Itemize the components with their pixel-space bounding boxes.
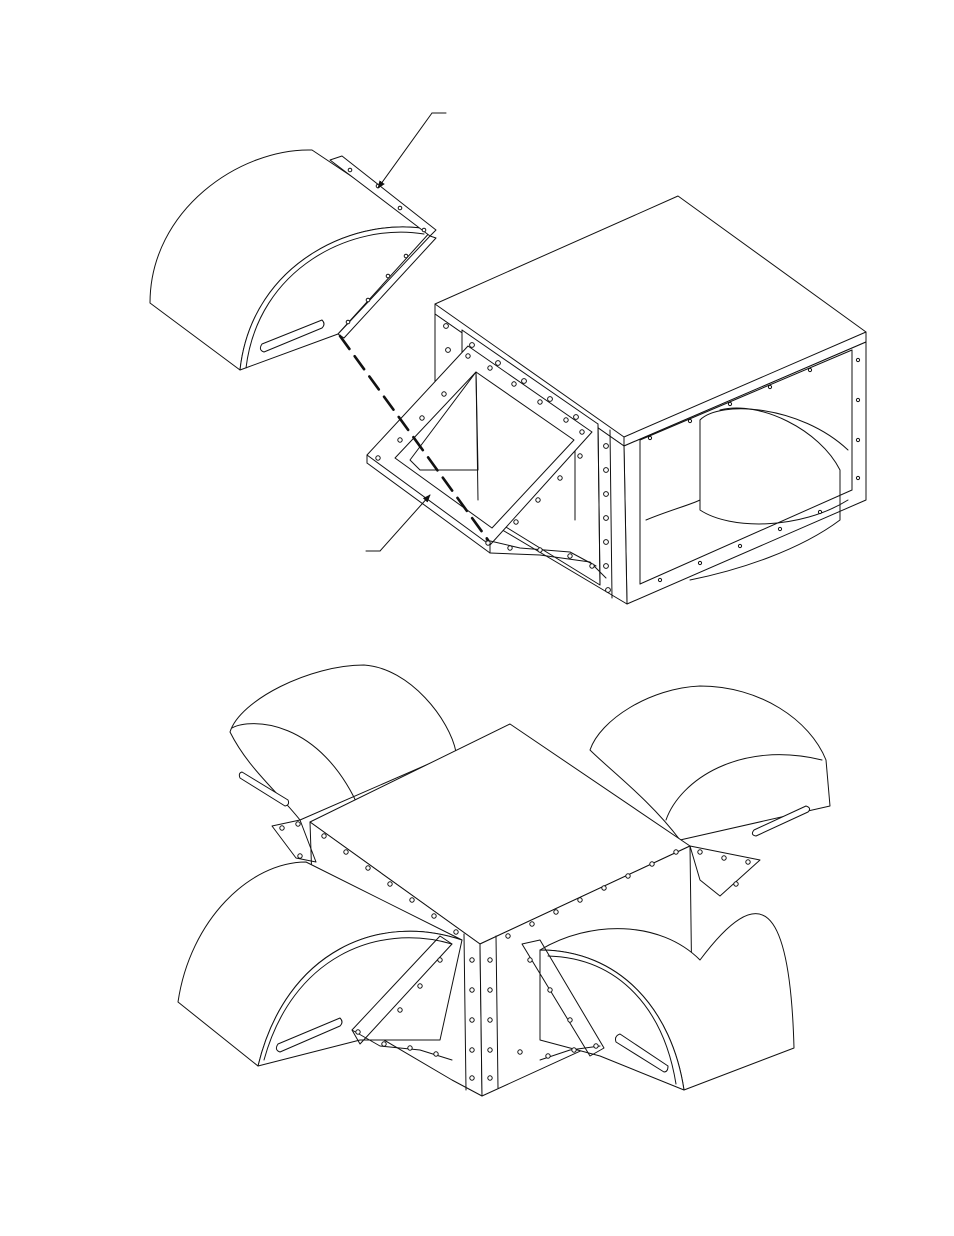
callout-leader-bottom (366, 495, 430, 551)
callout-leader-top (378, 113, 446, 188)
assembled-view (178, 665, 830, 1096)
hood-front-right (522, 914, 794, 1090)
flange-back-left (272, 820, 316, 862)
exploded-view (150, 113, 866, 604)
hood-half-cylinder (150, 150, 436, 370)
